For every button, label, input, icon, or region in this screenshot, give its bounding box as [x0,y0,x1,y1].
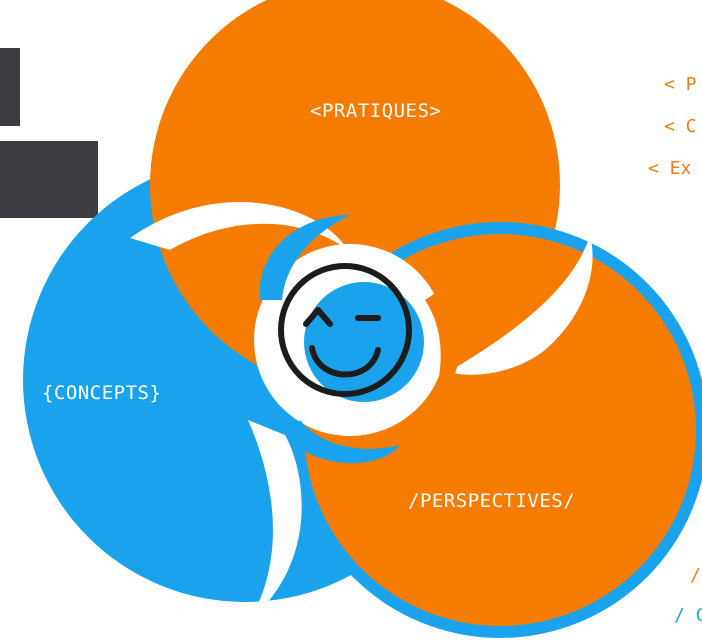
swirl-arm-blue [259,215,350,300]
pratiques-label: <PRATIQUES> [310,100,442,122]
dark-box-top [0,48,20,126]
swirl-gap-top [130,202,348,250]
side-fragment-3: < Ex [648,158,692,179]
perspectives-label: /PERSPECTIVES/ [408,490,576,512]
concepts-label: {CONCEPTS} [42,382,162,404]
swirl-gap-bottom [248,420,302,620]
swirl-arm-orange [425,290,460,410]
side-fragment-1: < P [664,74,697,95]
side-fragment-4: / [690,565,701,586]
dark-box-bottom [0,141,98,218]
smiley-face-icon [278,263,424,402]
swirl-gap-right [448,235,593,375]
side-fragment-5: / C [674,605,702,626]
swirl-arm-ring [290,420,400,464]
side-fragment-2: < C [664,116,697,137]
